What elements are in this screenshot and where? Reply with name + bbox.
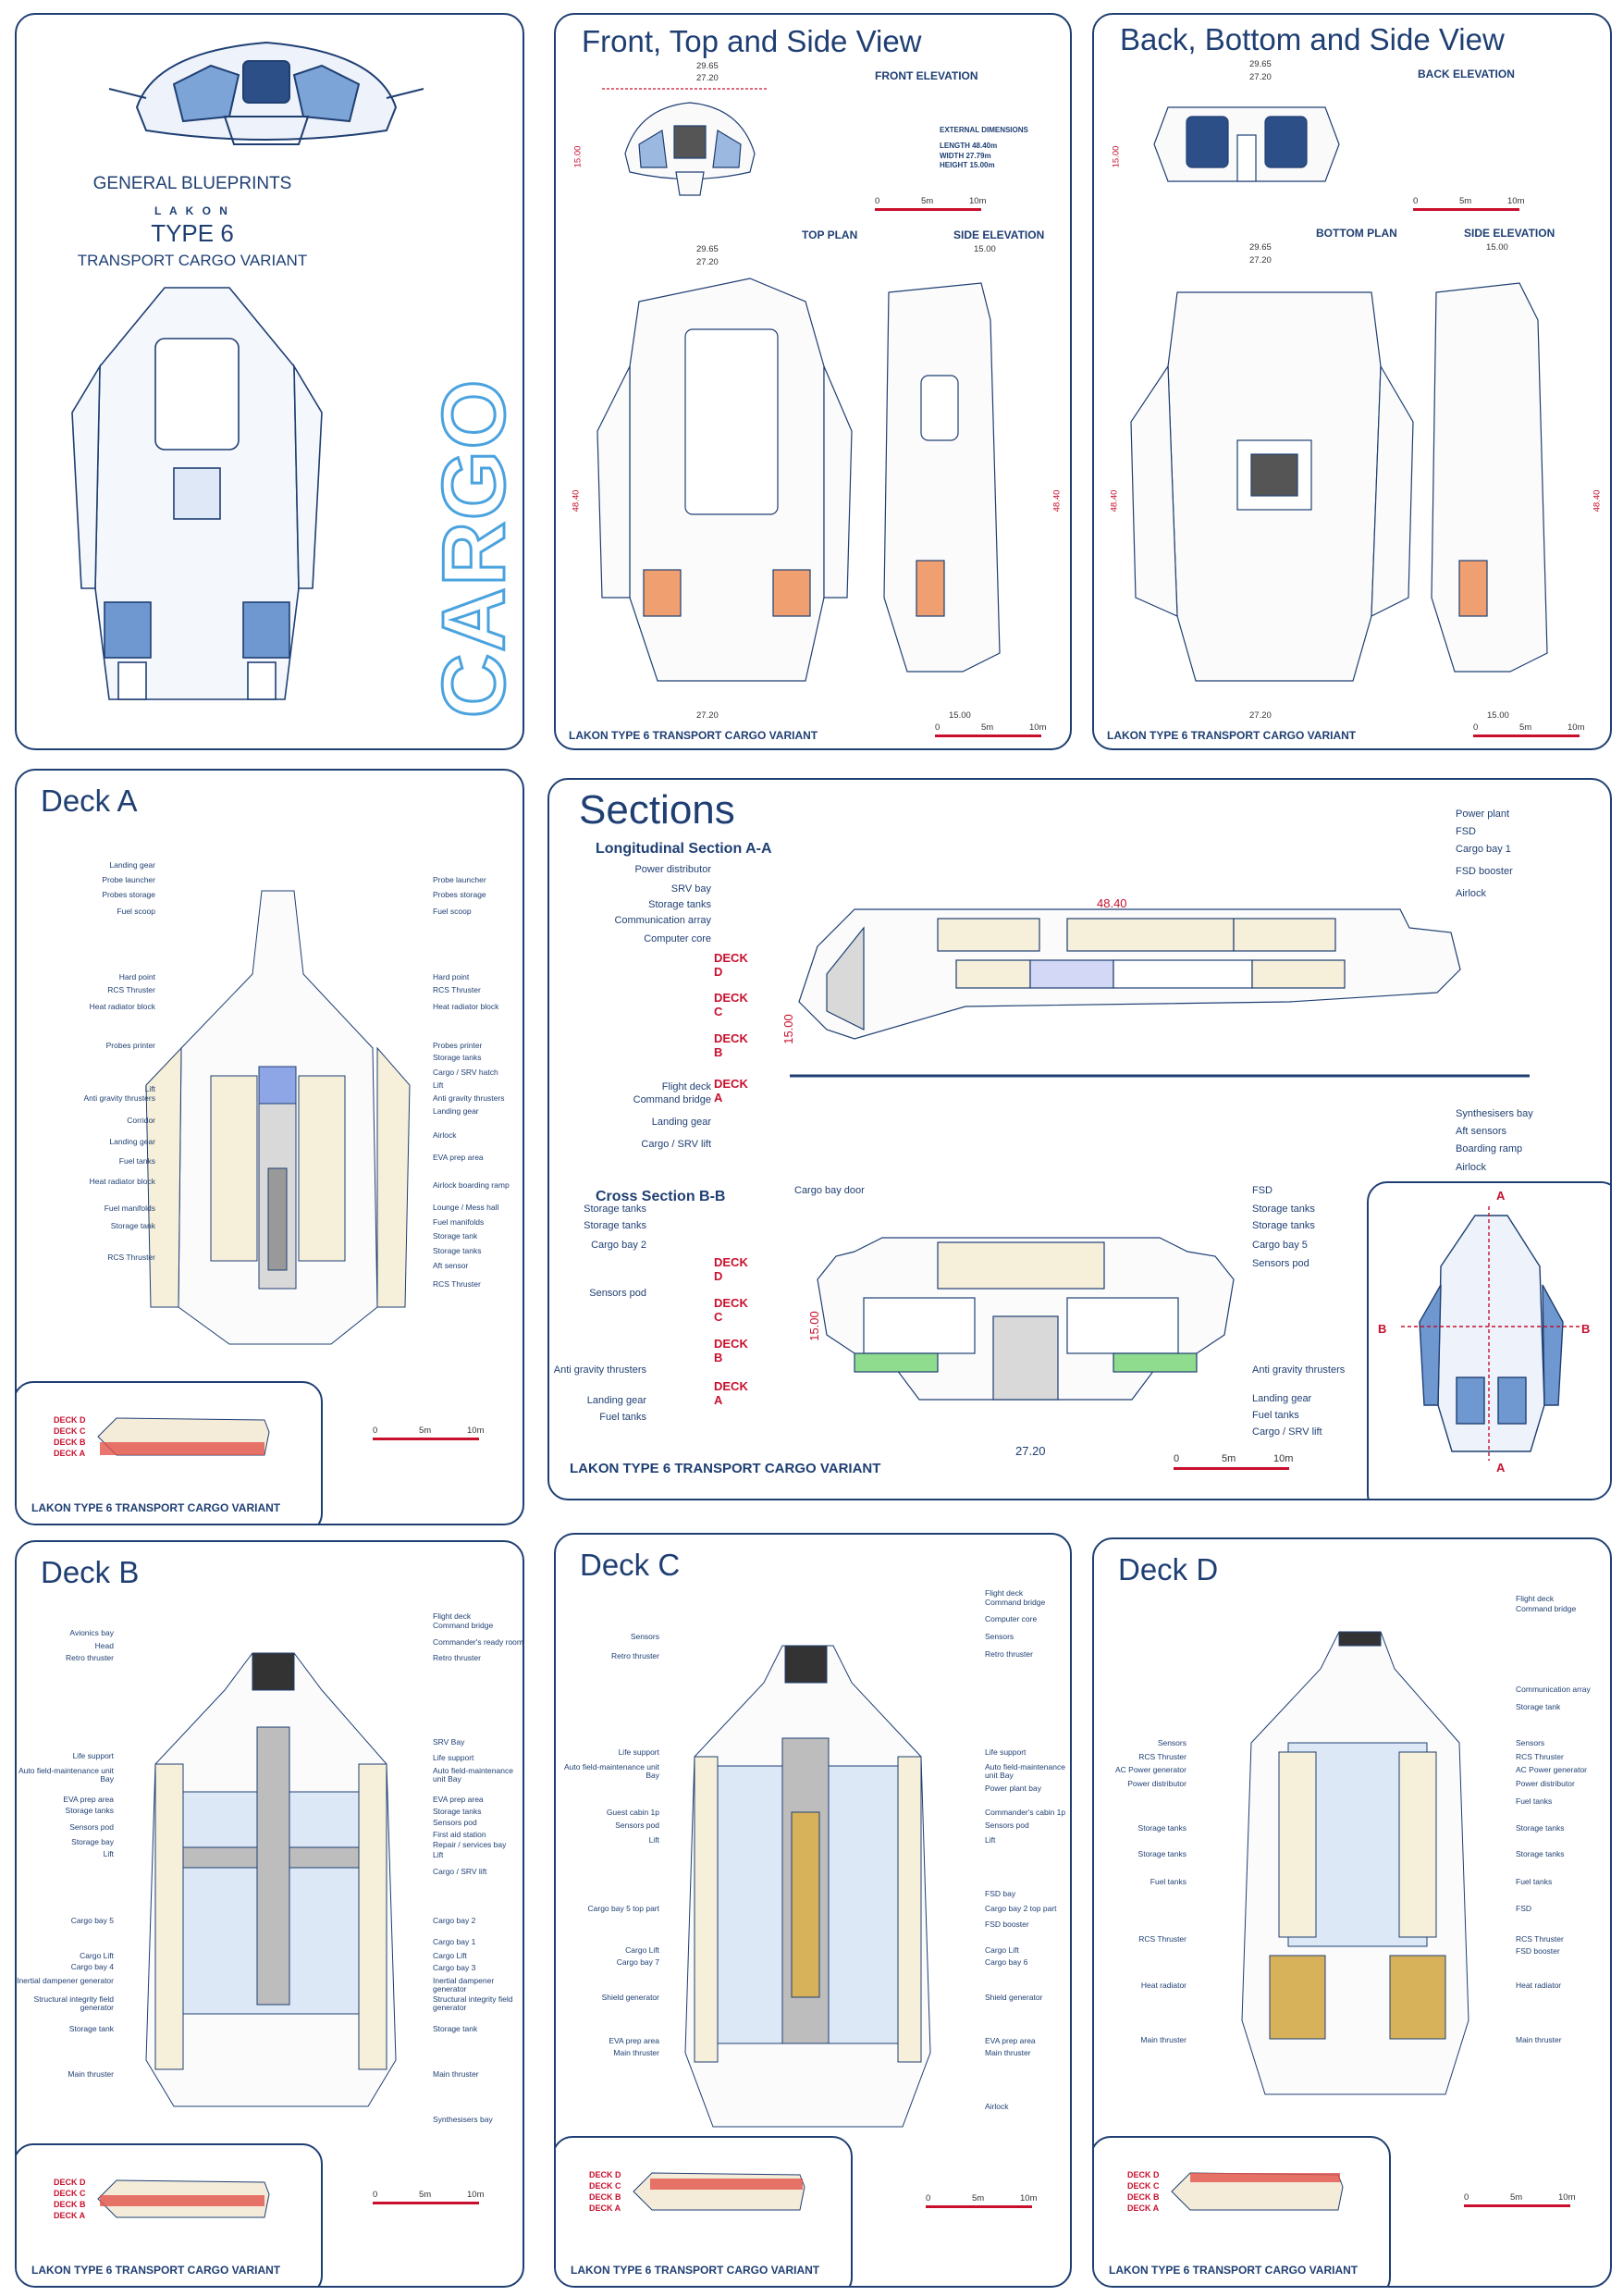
dim-bottom-side: 15.00 [949,710,971,721]
scale-bar-deck-b: 0 5m 10m [373,2190,502,2208]
ext-height: HEIGHT 15.00m [940,161,995,170]
deck-b-panel: Deck B Avionics bay Head Retro thruster … [15,1540,524,2288]
back-elevation-drawing [1153,106,1340,182]
ship-type: TYPE 6 [151,219,234,247]
ship-front-illustration [108,41,424,145]
dim-side-height: 15.00 [974,244,996,254]
deck-a-title: Deck A [41,784,138,818]
back-elevation-label: BACK ELEVATION [1418,68,1515,80]
long-length-dim: 48.40 [1097,896,1127,910]
scale-bar-front: 0 5m 10m [875,196,1004,215]
deck-d-panel: Deck D Sensors RCS Thruster AC Power gen… [1092,1537,1612,2288]
deck-d-plan [1241,1631,1469,2095]
back-bottom-title: Back, Bottom and Side View [1120,22,1505,56]
back-bottom-side-panel: Back, Bottom and Side View BACK ELEVATIO… [1092,13,1612,750]
deck-a-left-labels: Landing gear Probe launcher Probes stora… [83,860,155,1262]
section-marker-inset: A A B B [1367,1181,1610,1499]
front-elevation-label: FRONT ELEVATION [875,69,978,82]
scale-bar-deck-d: 0 5m 10m [1464,2192,1593,2211]
bottom-dim-bottom: 27.20 [1249,710,1272,721]
deck-b-right-labels: Flight deck Command bridge Commander's r… [433,1611,523,2124]
deck-c-mini-section [633,2172,805,2211]
bottom-dim-b: 27.20 [1249,255,1272,265]
ext-width: WIDTH 27.79m [940,151,991,160]
maker-name: L A K O N [154,204,230,217]
deck-d-title: Deck D [1118,1552,1219,1586]
top-plan-label: TOP PLAN [802,228,858,241]
dim-width-b: 27.20 [696,73,719,83]
side-elevation-label: SIDE ELEVATION [953,228,1045,241]
cargo-vertical-text: CARGO [424,376,523,719]
deck-c-title: Deck C [580,1548,681,1582]
deck-c-legend-box: DECK D DECK C DECK B DECK A LAKON TYPE 6… [556,2136,853,2286]
cross-section-drawing [817,1237,1235,1401]
dim-bottom-width: 27.20 [696,710,719,721]
deck-d-mini-section [1171,2172,1344,2211]
ship-variant: TRANSPORT CARGO VARIANT [77,252,308,269]
scale-bar-back: 0 5m 10m [1413,196,1543,215]
deck-b-title: Deck B [41,1555,140,1589]
deck-d-right-labels: Flight deck Command bridge Communication… [1516,1594,1591,2044]
scale-bar-top: 0 5m 10m [935,722,1064,741]
dim-width-a: 29.65 [696,61,719,71]
deck-d-left-labels: Sensors RCS Thruster AC Power generator … [1114,1738,1187,2044]
ext-title: EXTERNAL DIMENSIONS [940,126,1028,134]
bottom-plan-drawing [1130,282,1548,682]
deck-c-right-labels: Flight deck Command bridge Computer core… [985,1588,1066,2111]
sections-title: Sections [579,787,735,833]
deck-c-left-labels: Sensors Retro thruster Life support Auto… [563,1632,659,2057]
back-side-elevation-label: SIDE ELEVATION [1464,227,1555,240]
front-top-side-panel: Front, Top and Side View FRONT ELEVATION… [554,13,1072,750]
top-plan-drawing [596,278,1001,682]
dim-top-width-a: 29.65 [696,244,719,254]
scale-bar-bottom: 0 5m 10m [1473,722,1603,741]
scale-bar-deck-c: 0 5m 10m [926,2193,1055,2212]
deck-a-plan [145,890,411,1345]
scale-bar-deck-a: 0 5m 10m [373,1426,502,1444]
marker-ship-drawing [1401,1206,1581,1461]
front-elevation-drawing [602,88,768,196]
deck-a-panel: Deck A Landing gear Probe launcher Probe… [15,769,524,1525]
bottom-side-h: 15.00 [1486,242,1508,253]
cross-section-title: Cross Section B-B [596,1189,726,1204]
deck-b-plan [145,1652,397,2107]
back-dim-a: 29.65 [1249,59,1272,69]
deck-a-right-labels: Probe launcher Probes storage Fuel scoop… [433,875,510,1289]
longitudinal-section-drawing [790,908,1530,1078]
dim-side-length: 48.40 [1051,489,1063,512]
deck-a-mini-section [97,1417,270,1456]
back-side-length: 48.40 [1592,489,1603,512]
deck-c-panel: Deck C Sensors Retro thruster Life suppo… [554,1533,1072,2288]
sections-footer: LAKON TYPE 6 TRANSPORT CARGO VARIANT [570,1461,881,1476]
deck-b-legend-box: DECK D DECK C DECK B DECK A LAKON TYPE 6… [17,2143,323,2286]
general-blueprint-panel: GENERAL BLUEPRINTS L A K O N TYPE 6 TRAN… [15,13,524,750]
sections-panel: Sections Longitudinal Section A-A 48.40 … [547,778,1612,1500]
dim-top-length: 48.40 [571,489,582,512]
scale-bar-sections: 0 5m 10m [1174,1453,1303,1472]
ext-length: LENGTH 48.40m [940,141,998,150]
bottom-plan-label: BOTTOM PLAN [1316,227,1397,240]
cross-width-dim: 27.20 [1015,1444,1046,1458]
deck-b-mini-section [97,2179,270,2218]
front-top-title: Front, Top and Side View [582,24,922,58]
bottom-dim-length: 48.40 [1109,489,1120,512]
ship-top-illustration [71,287,323,700]
deck-d-legend-box: DECK D DECK C DECK B DECK A LAKON TYPE 6… [1094,2136,1391,2286]
longitudinal-title: Longitudinal Section A-A [596,841,772,857]
cross-left-labels: Cargo bay door Storage tanks Storage tan… [553,1185,865,1423]
general-heading: GENERAL BLUEPRINTS [92,174,292,193]
long-left-labels: Power distributor SRV bay Storage tanks … [614,864,711,1150]
back-side-bottom: 15.00 [1487,710,1509,721]
deck-c-plan [684,1645,931,2128]
front-top-footer: LAKON TYPE 6 TRANSPORT CARGO VARIANT [569,729,818,742]
dim-top-width-b: 27.20 [696,257,719,267]
back-bottom-footer: LAKON TYPE 6 TRANSPORT CARGO VARIANT [1107,729,1357,742]
external-dimensions: EXTERNAL DIMENSIONS LENGTH 48.40m WIDTH … [940,126,1028,171]
deck-a-legend-box: DECK D DECK C DECK B DECK A LAKON TYPE 6… [17,1381,323,1524]
back-dim-b: 27.20 [1249,72,1272,82]
bottom-dim-a: 29.65 [1249,242,1272,253]
deck-b-left-labels: Avionics bay Head Retro thruster Life su… [17,1628,114,2079]
